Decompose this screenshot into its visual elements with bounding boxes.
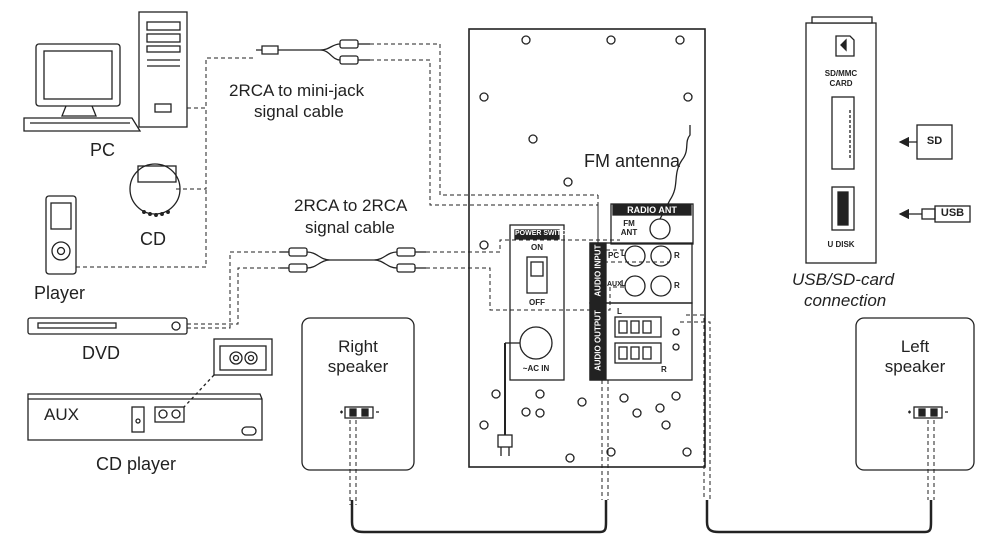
label-mini-jack-cable-1: 2RCA to mini-jack	[229, 81, 365, 100]
label-left-speaker-2: speaker	[884, 357, 946, 376]
label-in-r1: R	[674, 251, 680, 260]
label-sd: SD	[926, 135, 943, 147]
right-speaker-wire	[350, 500, 608, 534]
label-usb-sd-1: USB/SD-card	[792, 270, 895, 289]
signal-lines	[76, 43, 935, 505]
label-pc-input: PC	[608, 251, 620, 260]
label-aux: AUX	[44, 405, 79, 424]
label-sd-mmc-1: SD/MMC	[824, 69, 858, 78]
label-out-r: R	[661, 365, 667, 374]
label-usb-sd-2: connection	[804, 291, 887, 310]
mini-jack-cable-icon	[256, 39, 370, 65]
label-ac-in: ~AC IN	[522, 364, 550, 373]
label-off: OFF	[529, 298, 545, 307]
usb-stick-icon	[898, 205, 971, 223]
label-u-disk: U DISK	[827, 240, 855, 249]
label-fm-ant-1: FM	[623, 219, 635, 228]
label-dvd: DVD	[82, 343, 121, 363]
label-sd-mmc-2: CARD	[829, 79, 853, 88]
label-mini-jack-cable-2: signal cable	[254, 102, 344, 121]
mp3-player-icon	[45, 195, 77, 275]
right-speaker-box	[301, 317, 415, 471]
rca-jack-zoom-panel	[183, 338, 273, 408]
label-in-l2: L	[621, 279, 626, 288]
left-speaker-wire	[705, 500, 933, 534]
label-right-speaker-1: Right	[338, 337, 378, 356]
label-fm-ant-2: ANT	[620, 228, 638, 237]
label-cd: CD	[140, 229, 166, 249]
label-on: ON	[531, 243, 543, 252]
cd-portable-icon	[129, 163, 181, 217]
rca-rca-cable-icon	[280, 247, 426, 273]
label-aux-input: AUX	[607, 281, 622, 288]
label-audio-output: AUDIO OUTPUT	[593, 310, 603, 372]
radio-antenna-module	[610, 125, 694, 245]
label-out-l: L	[617, 307, 622, 316]
label-rca-cable-1: 2RCA to 2RCA	[294, 196, 408, 215]
audio-output-module	[589, 302, 693, 381]
label-cd-player: CD player	[96, 454, 177, 474]
monitor-icon	[23, 43, 142, 132]
label-fm-antenna: FM antenna	[584, 151, 681, 171]
label-right-speaker-2: speaker	[327, 357, 389, 376]
usb-sd-module	[805, 16, 877, 264]
pc-tower-icon	[138, 11, 188, 128]
label-rca-cable-2: signal cable	[305, 218, 395, 237]
label-left-speaker-1: Left	[900, 337, 930, 356]
label-in-r2: R	[674, 281, 680, 290]
left-speaker-box	[855, 317, 975, 471]
label-power-switch: POWER SWITCH	[515, 230, 571, 237]
label-player: Player	[34, 283, 86, 303]
power-switch-module	[509, 224, 565, 381]
sd-card-icon	[898, 124, 953, 160]
label-audio-input: AUDIO INPUT	[593, 244, 603, 297]
label-pc: PC	[90, 140, 116, 160]
subwoofer-back-panel	[468, 28, 706, 468]
label-in-l1: L	[621, 249, 626, 258]
label-radio-ant: RADIO ANT	[627, 205, 677, 215]
label-usb: USB	[940, 207, 965, 219]
cd-player-unit-icon	[27, 393, 263, 441]
dvd-player-icon	[27, 317, 188, 335]
ac-inlet	[497, 326, 553, 456]
